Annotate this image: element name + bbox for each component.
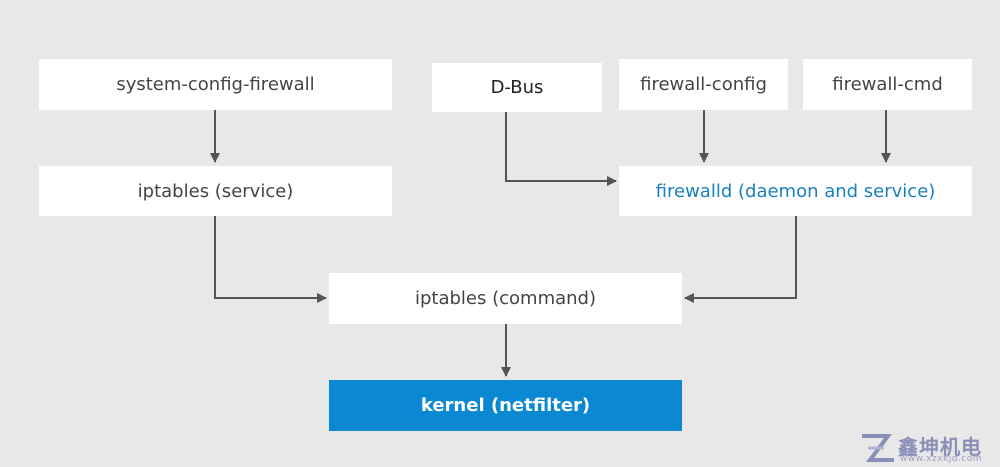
node-kernel-netfilter: kernel (netfilter) bbox=[329, 380, 682, 431]
arrow-dbus-to-firewalld bbox=[505, 112, 617, 186]
arrow-iptables-service-to-command bbox=[214, 216, 327, 303]
node-firewalld: firewalld (daemon and service) bbox=[619, 166, 972, 216]
node-iptables-command: iptables (command) bbox=[329, 273, 682, 324]
node-system-config-firewall: system-config-firewall bbox=[39, 59, 392, 110]
node-firewall-config: firewall-config bbox=[619, 59, 788, 110]
node-iptables-service: iptables (service) bbox=[39, 166, 392, 216]
watermark-url: www.xzxkjd.com bbox=[900, 454, 983, 464]
watermark-text: 鑫坤机电 bbox=[898, 435, 982, 459]
watermark-logo-icon bbox=[862, 434, 894, 462]
arrow-firewalld-to-iptables-command bbox=[684, 216, 797, 303]
node-firewall-cmd: firewall-cmd bbox=[803, 59, 972, 110]
node-dbus: D-Bus bbox=[432, 63, 602, 112]
